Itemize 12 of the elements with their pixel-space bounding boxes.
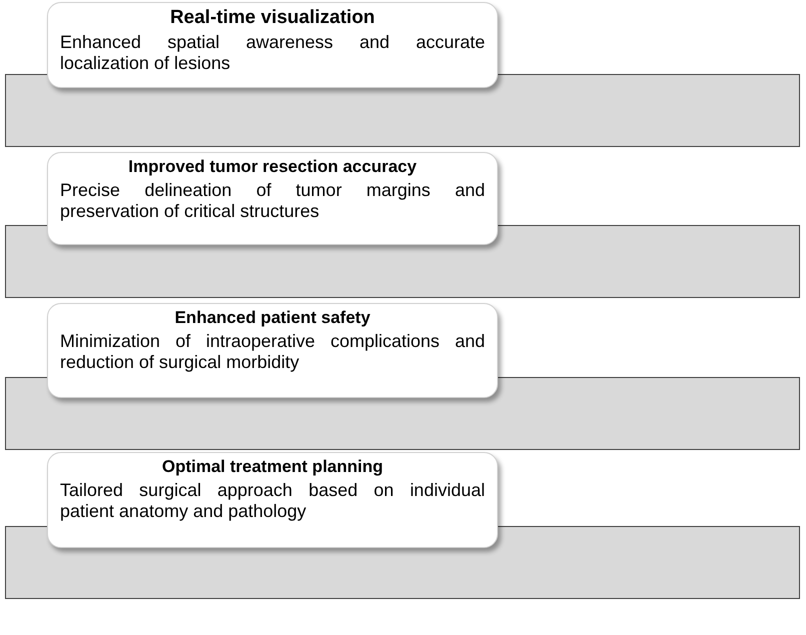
content-card — [47, 452, 498, 548]
card-heading: Enhanced patient safety — [174, 308, 372, 328]
card-description: Tailored surgical approach based on individual patient anatomy and pathology — [60, 480, 485, 522]
card-description: Minimization of intraoperative complications and reduction of surgical morbidity — [60, 331, 485, 373]
card-description: Enhanced spatial awareness and accurate localization of lesions — [60, 32, 485, 74]
card-heading: Real-time visualization — [169, 7, 376, 29]
card-heading: Improved tumor resection accuracy — [127, 157, 418, 177]
card-description: Precise delineation of tumor margins and preservation of critical structures — [60, 180, 485, 222]
card-heading: Optimal treatment planning — [160, 457, 384, 477]
content-card — [47, 303, 498, 398]
content-card — [47, 2, 498, 88]
content-card — [47, 152, 498, 245]
